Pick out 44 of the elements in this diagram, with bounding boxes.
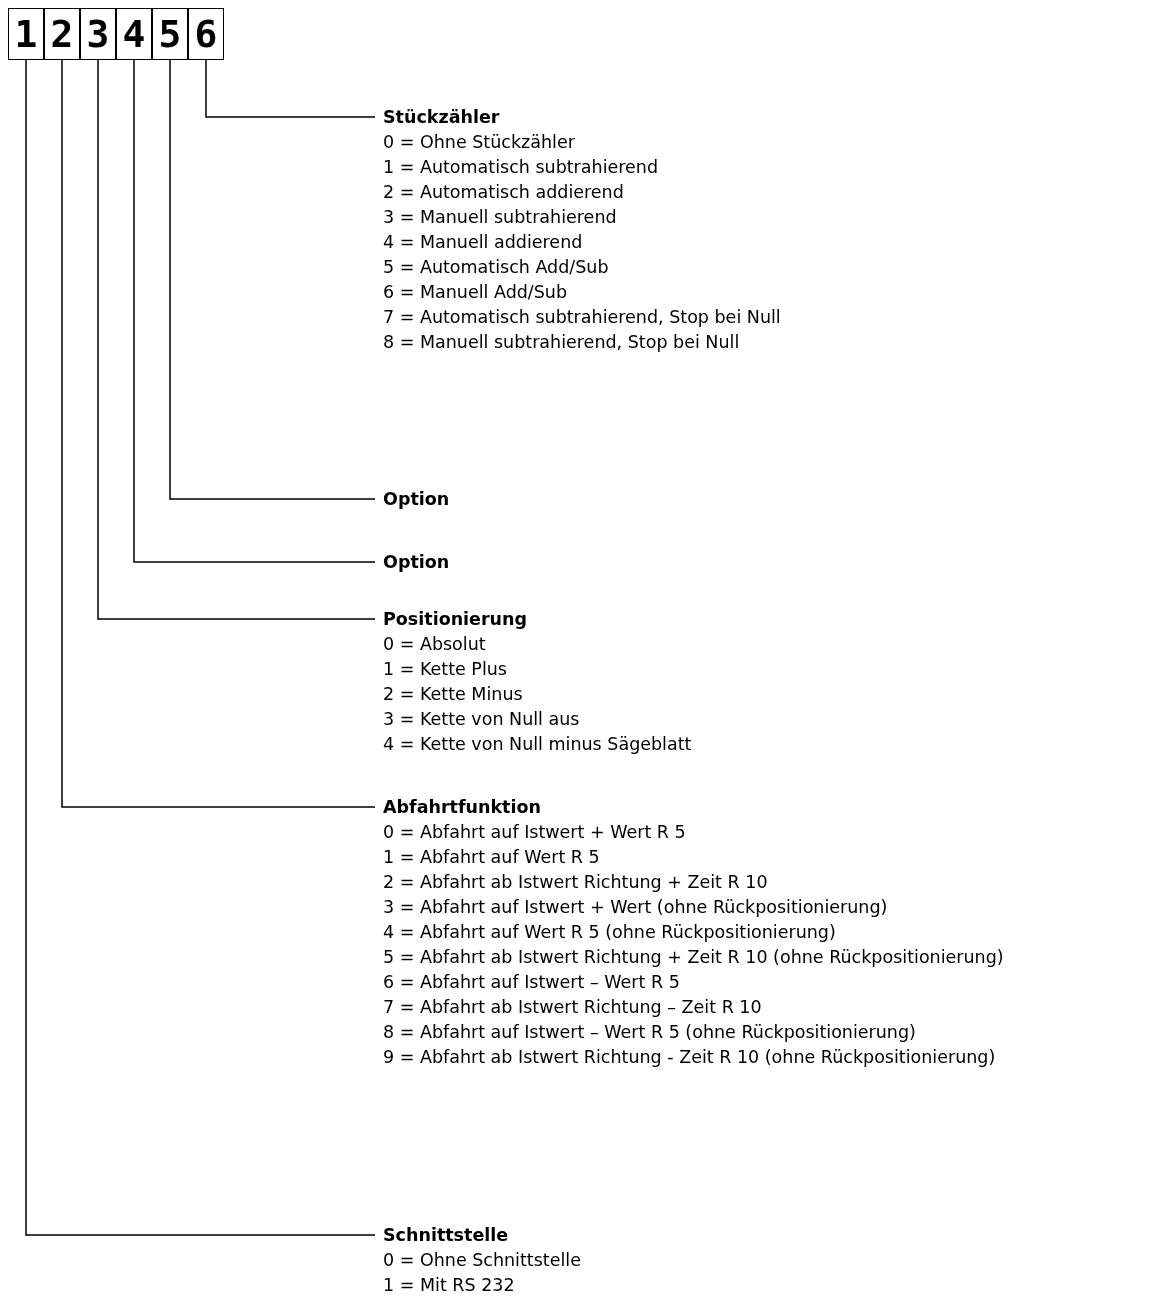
leader-line [169, 59, 376, 500]
option-heading: Option [383, 551, 450, 574]
option-value-line: 1 = Kette Plus [383, 658, 508, 681]
option-value-line: 5 = Automatisch Add/Sub [383, 256, 610, 279]
option-value-line: 1 = Mit RS 232 [383, 1274, 516, 1297]
option-value-line: 2 = Automatisch addierend [383, 181, 625, 204]
leader-line [61, 59, 376, 808]
option-value-line: 9 = Abfahrt ab Istwert Richtung - Zeit R 10 (ohne Rückpositionierung) [383, 1046, 997, 1069]
option-heading: Stückzähler [383, 106, 501, 129]
leader-line [25, 59, 376, 1236]
option-value-line: 5 = Abfahrt ab Istwert Richtung + Zeit R 10 (ohne Rückpositionierung) [383, 946, 1004, 969]
digit-box: 1 [8, 8, 44, 60]
option-value-line: 0 = Abfahrt auf Istwert + Wert R 5 [383, 821, 687, 844]
option-heading: Positionierung [383, 608, 529, 631]
digit-box: 5 [152, 8, 188, 60]
leader-line [205, 59, 376, 118]
option-value-line: 7 = Automatisch subtrahierend, Stop bei Null [383, 306, 781, 329]
option-value-line: 1 = Abfahrt auf Wert R 5 [383, 846, 601, 869]
option-value-line: 6 = Abfahrt auf Istwert – Wert R 5 [383, 971, 681, 994]
option-value-line: 2 = Abfahrt ab Istwert Richtung + Zeit R 10 [383, 871, 769, 894]
option-value-line: 4 = Manuell addierend [383, 231, 584, 254]
option-value-line: 1 = Automatisch subtrahierend [383, 156, 660, 179]
option-value-line: 3 = Kette von Null aus [383, 708, 581, 731]
option-heading: Schnittstelle [383, 1224, 510, 1247]
digit-box: 6 [188, 8, 224, 60]
digit-box: 3 [80, 8, 116, 60]
digit-box: 4 [116, 8, 152, 60]
option-value-line: 3 = Manuell subtrahierend [383, 206, 618, 229]
option-heading: Option [383, 488, 450, 511]
option-value-line: 0 = Ohne Stückzähler [383, 131, 576, 154]
option-value-line: 8 = Manuell subtrahierend, Stop bei Null [383, 331, 741, 354]
option-value-line: 4 = Abfahrt auf Wert R 5 (ohne Rückpositionierung) [383, 921, 837, 944]
option-value-line: 0 = Ohne Schnittstelle [383, 1249, 581, 1272]
option-value-line: 8 = Abfahrt auf Istwert – Wert R 5 (ohne Rückpositionierung) [383, 1021, 917, 1044]
digit-box: 2 [44, 8, 80, 60]
leader-line [97, 59, 376, 620]
option-value-line: 3 = Abfahrt auf Istwert + Wert (ohne Rückpositionierung) [383, 896, 889, 919]
option-value-line: 4 = Kette von Null minus Sägeblatt [383, 733, 692, 756]
leader-line [133, 59, 376, 563]
option-value-line: 2 = Kette Minus [383, 683, 524, 706]
option-value-line: 6 = Manuell Add/Sub [383, 281, 569, 304]
option-value-line: 0 = Absolut [383, 633, 487, 656]
option-value-line: 7 = Abfahrt ab Istwert Richtung – Zeit R 10 [383, 996, 763, 1019]
option-heading: Abfahrtfunktion [383, 796, 542, 819]
